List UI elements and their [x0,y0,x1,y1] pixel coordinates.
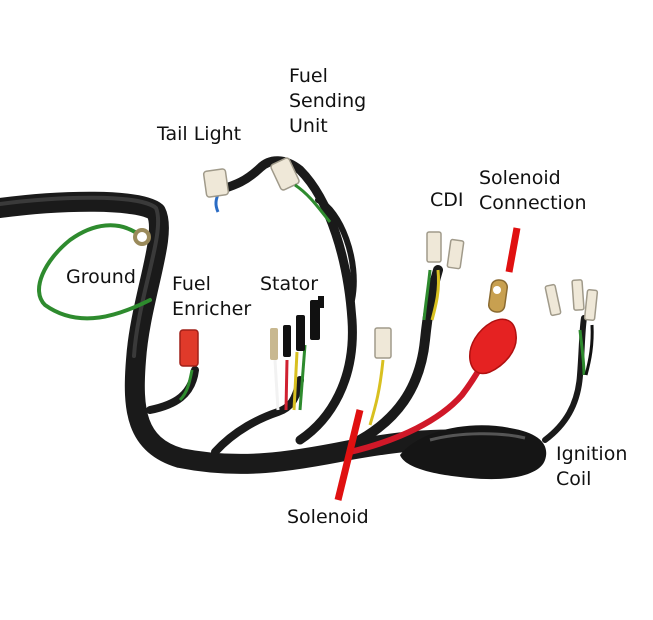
label-fuel-enricher: Fuel Enricher [172,273,252,320]
pointer-markers [334,227,521,501]
solenoid-connection-marker [505,227,521,273]
solenoid-marker [334,409,364,501]
label-solenoid-connection: Solenoid Connection [479,167,587,214]
solenoid-connection-terminal [469,279,517,375]
solenoid-connector [368,327,392,426]
ignition-coil-connectors [544,279,599,376]
label-fuel-sending-unit: Fuel Sending Unit [289,65,367,137]
fuel-sending-unit-connector [270,157,332,223]
label-ground: Ground [66,266,136,288]
label-stator: Stator [260,273,319,295]
label-cdi: CDI [430,189,464,211]
fuel-enricher-connector [178,329,199,402]
stator-connectors [270,296,324,411]
label-solenoid: Solenoid [287,506,369,528]
ignition-coil [400,425,547,480]
cdi-connectors [422,231,465,321]
ground-wire [37,223,152,321]
label-ignition-coil: Ignition Coil [556,443,628,490]
label-tail-light: Tail Light [157,123,242,145]
tail-light-connector [202,168,230,213]
